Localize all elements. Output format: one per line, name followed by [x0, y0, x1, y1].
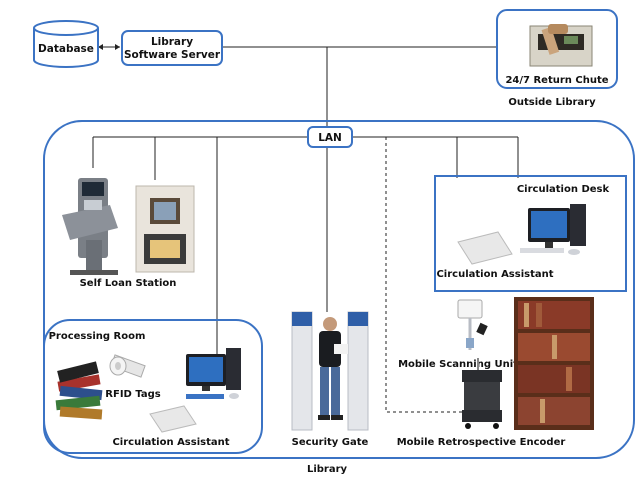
return-chute-node: 24/7 Return Chute	[496, 9, 618, 89]
security-gate-label: Security Gate	[292, 437, 369, 448]
book-stack	[55, 361, 103, 420]
return-chute-illustration	[529, 24, 593, 67]
mobile-scanning-unit: Mobile Scanning Unit	[398, 299, 518, 370]
lan-node: LAN	[307, 126, 353, 148]
processing-room: Processing Room RFID Tags C	[43, 319, 263, 454]
processing-room-label: Processing Room	[49, 331, 146, 342]
top-connections	[98, 44, 497, 127]
arrowhead-left	[98, 44, 103, 50]
bookshelf	[514, 297, 594, 430]
security-gate: Security Gate	[291, 311, 369, 448]
mobile-scanning-label: Mobile Scanning Unit	[398, 359, 518, 370]
server-node: Library Software Server	[121, 30, 223, 66]
database-node: Database	[33, 20, 99, 68]
library-label: Library	[307, 464, 348, 475]
encoder-cart	[462, 358, 502, 429]
library-region	[43, 120, 635, 459]
mobile-retrospective-encoder: Mobile Retrospective Encoder	[397, 297, 594, 448]
circulation-desk-assistant-label: Circulation Assistant	[436, 269, 553, 280]
security-gate-person	[318, 317, 348, 420]
circulation-computer	[520, 204, 586, 255]
self-loan-label: Self Loan Station	[80, 278, 177, 289]
handheld-scanner-icon	[457, 299, 488, 350]
circulation-desk-box	[434, 175, 627, 292]
self-loan-kiosk-2	[135, 185, 195, 273]
rfid-tags-label: RFID Tags	[105, 389, 160, 400]
server-label-line1: Library	[151, 36, 193, 48]
mobile-encoder-label: Mobile Retrospective Encoder	[397, 437, 566, 448]
rfid-tag-roll	[109, 354, 146, 378]
database-label: Database	[38, 43, 94, 55]
wireless-link-encoder	[385, 137, 462, 413]
circulation-reader-pad	[457, 231, 513, 265]
processing-room-box	[43, 319, 263, 454]
processing-computer	[186, 348, 241, 399]
return-chute-label: 24/7 Return Chute	[505, 75, 608, 86]
server-label-line2: Software Server	[124, 49, 221, 61]
circulation-desk: Circulation Desk Circulation Assistant	[434, 175, 627, 292]
lan-label: LAN	[318, 132, 342, 144]
lan-bus	[92, 136, 519, 413]
processing-assistant-label: Circulation Assistant	[112, 437, 229, 448]
self-loan-station: Self Loan Station	[62, 178, 195, 289]
arrowhead-right	[115, 44, 120, 50]
circulation-desk-label: Circulation Desk	[517, 184, 610, 195]
self-loan-kiosk-1	[62, 178, 118, 275]
processing-reader-pad	[149, 405, 197, 433]
outside-library-label: Outside Library	[508, 97, 596, 108]
